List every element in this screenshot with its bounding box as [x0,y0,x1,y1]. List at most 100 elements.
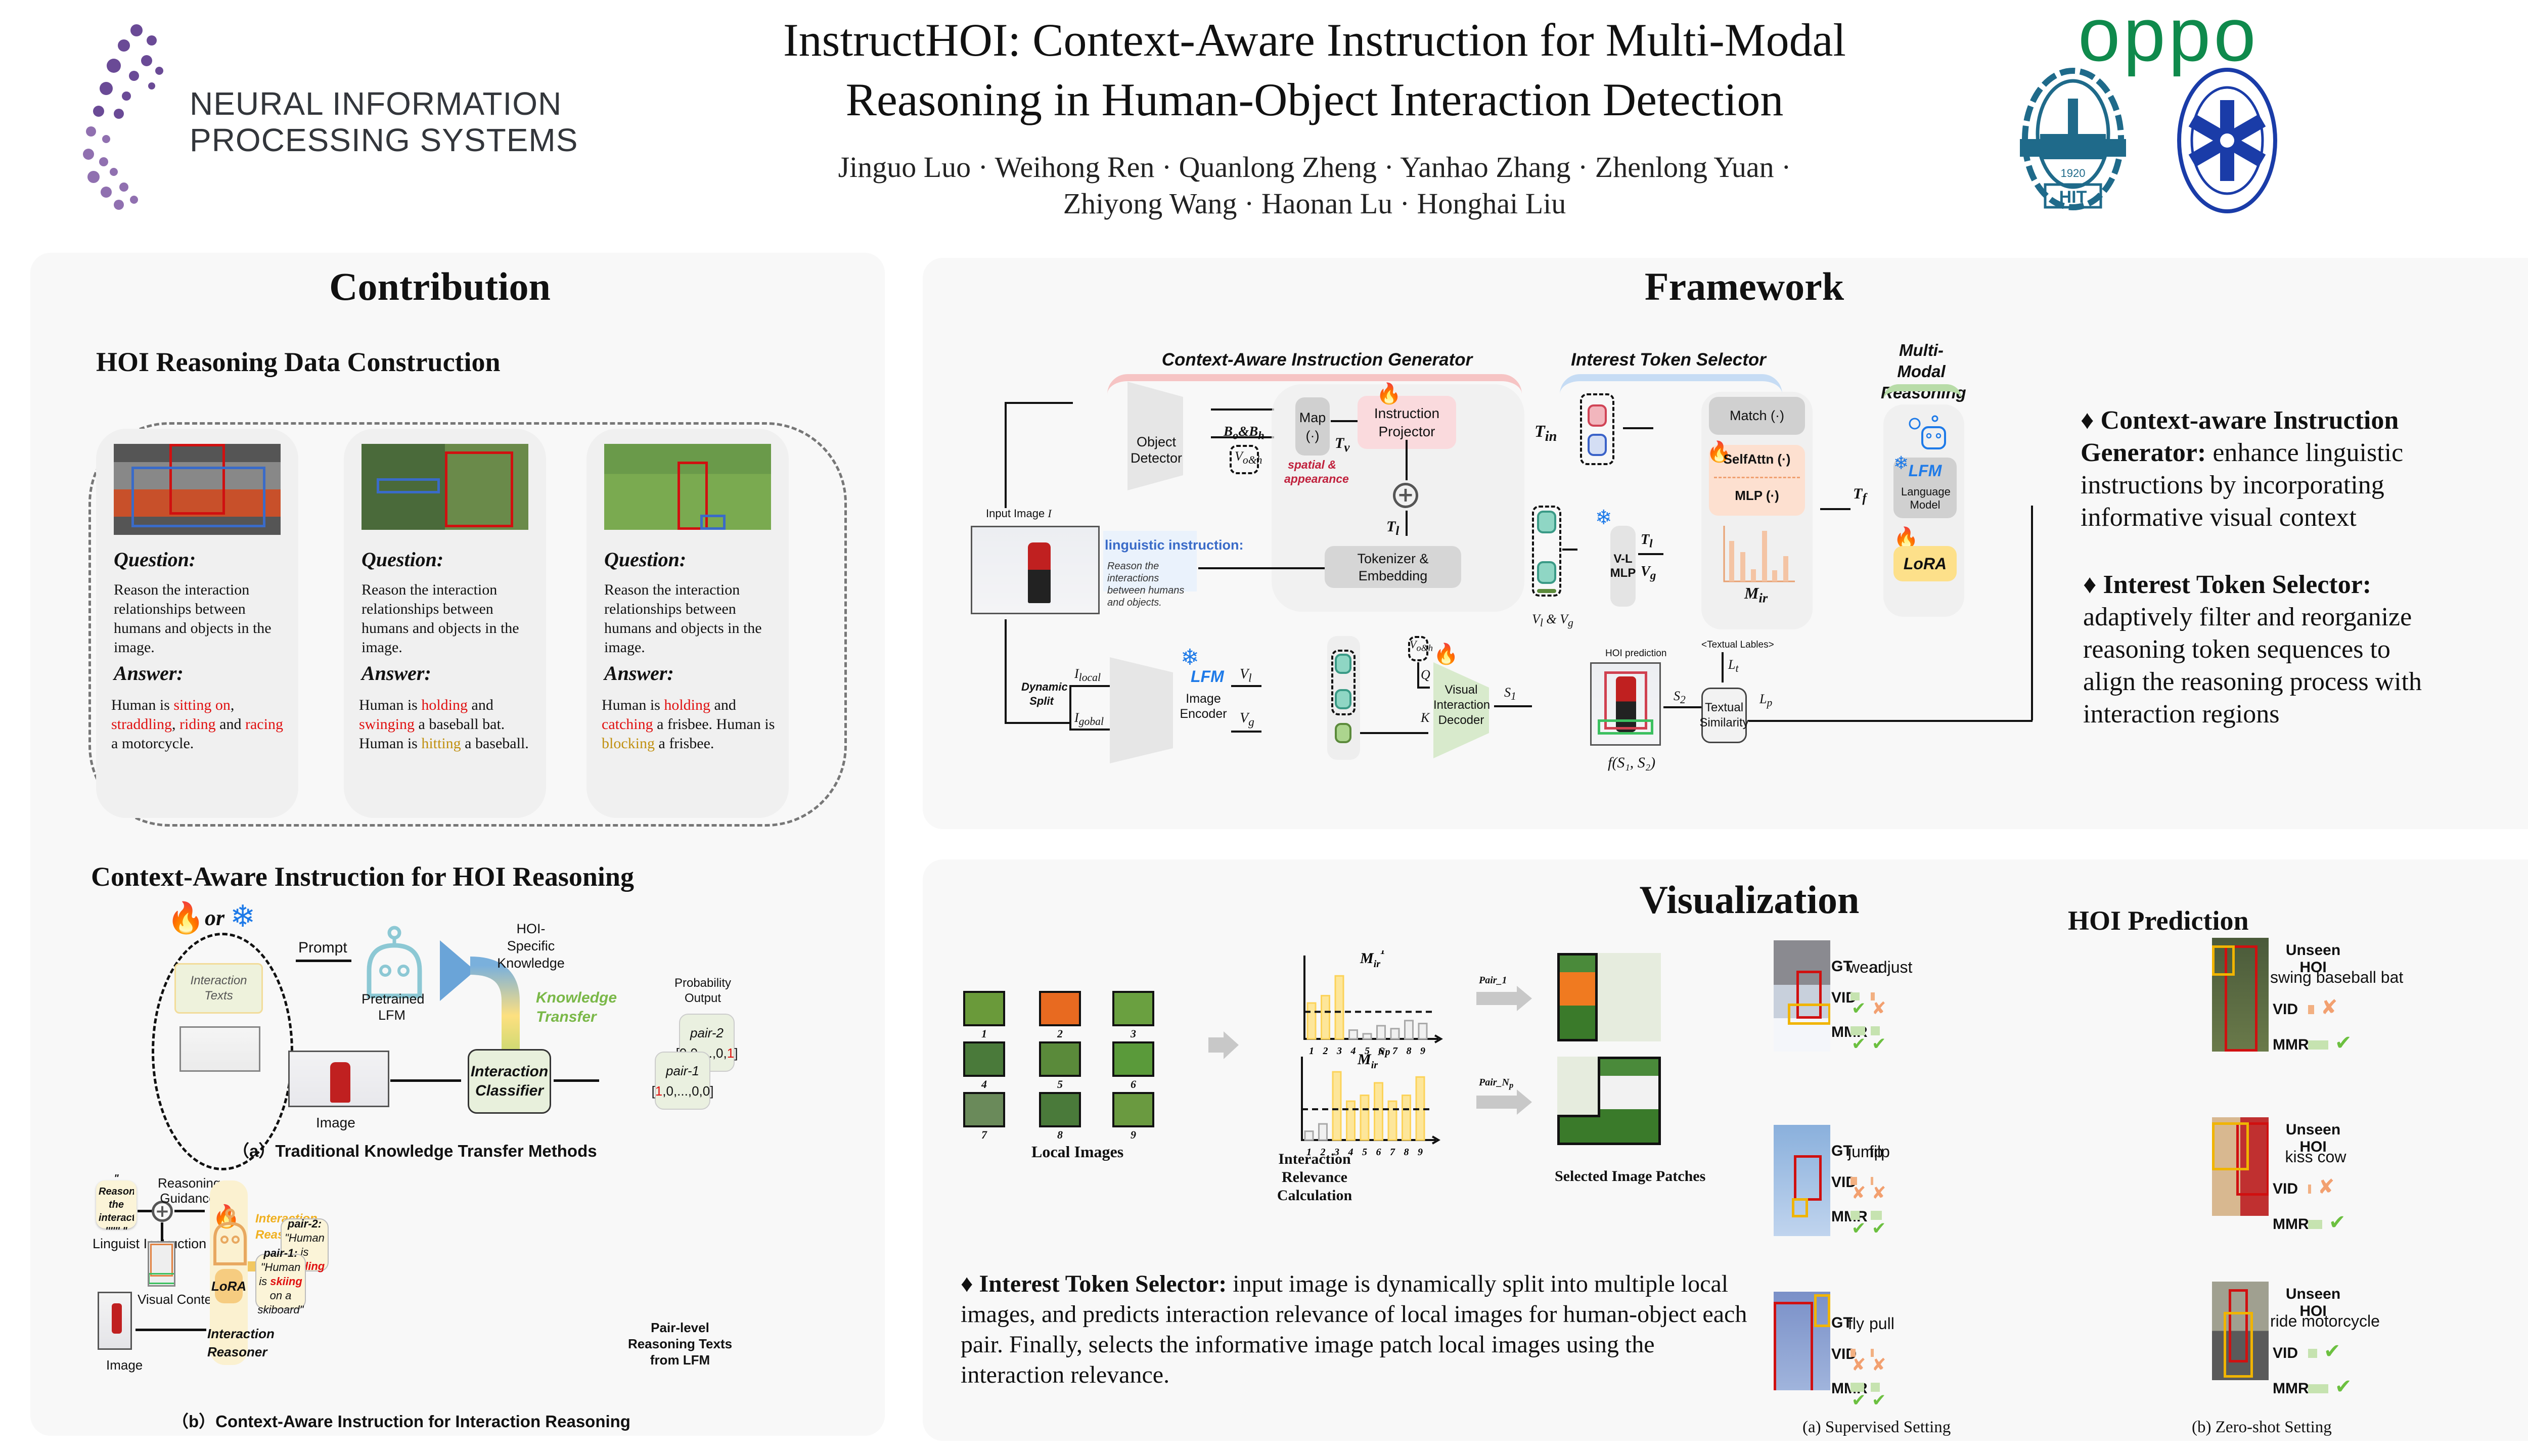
qa-card-image [604,444,771,530]
human-box [1774,1302,1813,1390]
pairNp-label: Pair_Np [1479,1077,1514,1090]
paper-title: InstructHOI: Context-Aware Instruction f… [657,10,1972,129]
gt-row-label: GT [1831,958,1853,975]
check-icon: ✔ [1852,1390,1866,1410]
vl-label: Vl [1240,666,1252,685]
hoi-specific-knowledge-label: HOI-Specific Knowledge [497,921,565,971]
category-tick-label: 2 [1320,1147,1326,1158]
its-to-mmr-arrow [1820,508,1850,510]
decoder-local-token-n [1335,689,1351,709]
neurips-logo: NEURAL INFORMATION PROCESSING SYSTEMS [76,20,607,212]
cross-icon: ✘ [2318,1175,2335,1199]
local-image-tile [1112,991,1154,1026]
question-text: Reason the interaction relationships bet… [604,581,762,656]
relevance-bar [1332,1071,1342,1141]
local-image-tile [1112,1092,1154,1127]
relevance-bar [1362,1033,1372,1040]
qa-card: Question:Reason the interaction relation… [96,429,298,818]
svg-text:HIT: HIT [2059,188,2087,207]
fire-icon: 🔥 [1433,643,1459,665]
human-box [2229,1289,2248,1362]
interaction-texts-label: Interaction Texts [190,974,247,1003]
fire-icon: 🔥 [1706,440,1732,463]
relevance-bar [1321,994,1330,1040]
input-up-line [1005,402,1007,508]
linguist-to-plus-arrow [138,1210,153,1212]
vl-mlp-box: V-L MLP [1610,526,1636,607]
spatial-appearance-label: spatial & appearance [1284,458,1349,485]
image-label-b: Image [106,1357,143,1373]
cross-icon: ✘ [1872,1183,1886,1203]
mmr-row-label: MMR [2273,1380,2309,1397]
idea-robot-icon [1909,415,1946,449]
vlmlp-to-its-arrow [1638,553,1663,555]
unseen-hoi-name: kiss cow [2285,1148,2346,1166]
ilocal-label: Ilocal [1074,666,1101,684]
interaction-relevance-label: Interaction Relevance Calculation [1277,1151,1352,1204]
pair2-label: pair-2 [690,1025,724,1040]
object-box [2224,1312,2253,1378]
local-image-number: 2 [1057,1027,1063,1040]
selfattn-label: SelfAttn (·) [1723,451,1791,467]
lfm-label: LFM [1908,462,1942,480]
cross-icon: ✘ [1872,998,1886,1019]
supervised-example-image [1774,1125,1830,1236]
qa-card-image [114,444,281,535]
split-branch-line [1005,722,1070,724]
local-token-n [1537,561,1556,584]
mmr-brace [1883,384,1962,404]
pair1-text-card: pair-1: "Human is skiing on a skiboard" [255,1247,306,1316]
tin-label: Tin [1534,422,1557,444]
paper-title-line2: Reasoning in Human-Object Interaction De… [845,74,1784,125]
kv-arrow [1360,732,1428,734]
mmr-row-label: MMR [1831,1208,1868,1225]
supervised-caption: (a) Supervised Setting [1802,1418,1951,1436]
authors-line2: Zhiyong Wang · Haonan Lu · Honghai Liu [1063,187,1566,220]
diamond-icon: ♦ [961,1270,979,1297]
relevance-bar [1346,1100,1356,1141]
authors-line1: Jinguo Luo · Weihong Ren · Quanlong Zhen… [838,151,1791,184]
image-to-classifier-arrow [390,1079,461,1082]
image-encoder-label: Image Encoder [1180,692,1227,721]
linguistic-instruction-text: Reason the interactions between humans a… [1107,561,1185,608]
igobal-label: Igobal [1074,710,1104,728]
object-box [1814,1294,1830,1327]
question-label: Question: [114,548,196,571]
hoi-prediction-title: HOI Prediction [2068,905,2249,936]
skier-figure-b [112,1303,122,1334]
lp-label: Lp [1759,692,1773,709]
vl-vg-label: Vl & Vg [1532,612,1573,629]
vg-arrow [1231,731,1261,733]
local-image-number: 4 [981,1078,987,1090]
input-to-detector-arrow [1005,402,1073,404]
local-image-number: 6 [1131,1078,1136,1090]
unseen-hoi-label: Unseen HOI [2285,942,2341,976]
x-axis-arrowhead [1431,1135,1440,1145]
mmr-score-bar [1871,1026,1880,1035]
gt-verb-label: fly [1848,1314,1864,1333]
local-image-tile [1039,991,1081,1026]
human-box [678,462,708,530]
grid-to-chart-arrow [1208,1031,1239,1059]
visualization-title: Visualization [1639,878,1860,922]
gt-verb-label: adjust [1869,958,1913,976]
check-icon: ✔ [1852,1034,1866,1054]
object-detector-shape [1127,382,1183,490]
snowflake-icon: ❄ [1181,645,1199,670]
image-encoder-lfm-label: LFM [1191,667,1224,686]
knowledge-transfer-label: Knowledge Transfer [536,989,617,1025]
vid-score-bar [2308,1185,2311,1194]
local-image-number: 5 [1057,1078,1063,1090]
object-box [1788,1004,1830,1025]
check-icon: ✔ [2335,1375,2352,1398]
decoder-global-token [1335,723,1351,743]
local-image-tile [963,991,1005,1026]
reasoning-guidance-label: Reasoning Guidance [158,1175,221,1206]
oppo-logo: oppo [2078,0,2259,77]
tl-label-its: Tl [1641,532,1653,551]
neurips-logo-line1: NEURAL INFORMATION [190,85,562,122]
interaction-classifier-label: Interaction Classifier [470,1063,549,1099]
selfattn-divider [1714,477,1800,478]
